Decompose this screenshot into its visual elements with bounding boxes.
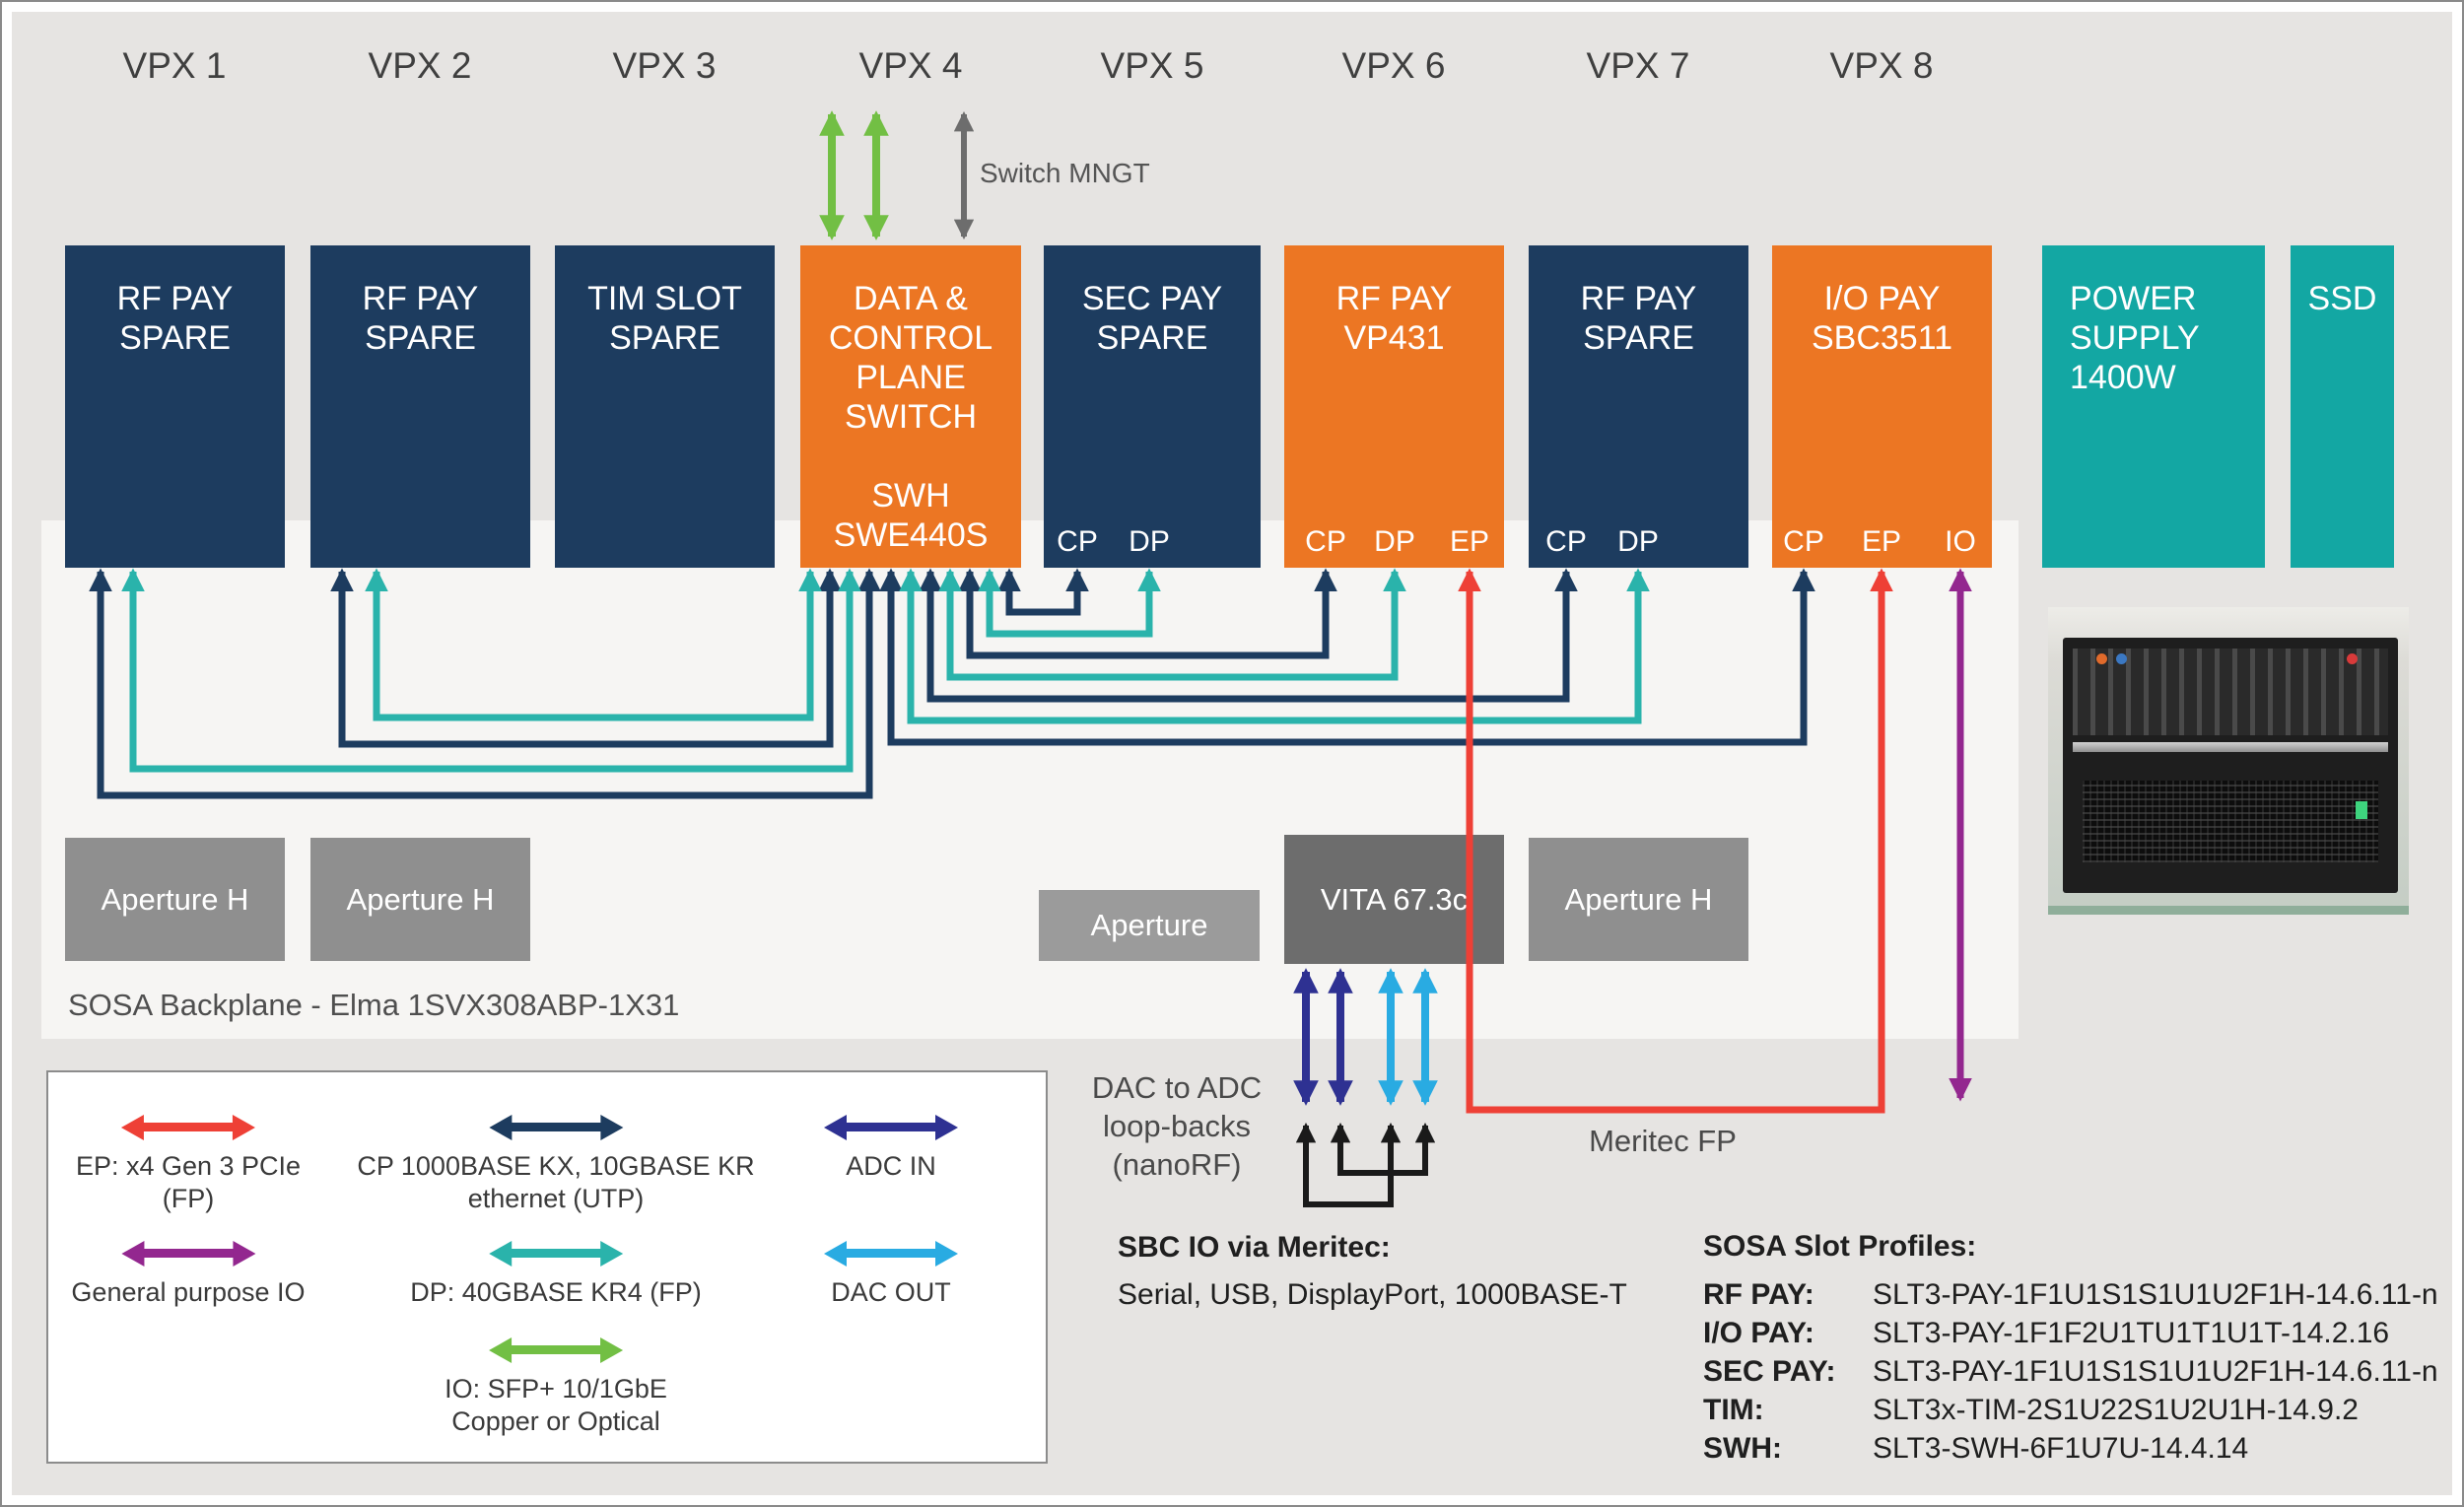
card-vpx7-rf-pay-spare: RF PAY SPARE [1529,245,1748,568]
sosa-slot-profiles: SOSA Slot Profiles: RF PAY: SLT3-PAY-1F1… [1703,1224,2438,1468]
aperture-h-block-2: Aperture H [310,838,530,961]
port-vpx6-ep: EP [1449,525,1490,558]
legend-label-cp: CP 1000BASE KX, 10GBASE KR ethernet (UTP… [357,1151,755,1213]
card-vpx1-rf-pay-spare: RF PAY SPARE [65,245,285,568]
cp-arrow-icon [510,1123,601,1131]
card-power-supply: POWER SUPPLY 1400W [2042,245,2265,568]
slot-label-vpx8: VPX 8 [1829,45,1934,86]
port-vpx8-ep: EP [1861,525,1902,558]
chassis-accent [2116,652,2128,664]
aperture-h-label: Aperture H [1564,881,1713,917]
port-vpx5-dp: DP [1129,525,1170,558]
legend-label-io: IO: SFP+ 10/1GbE Copper or Optical [445,1374,667,1436]
aperture-label: Aperture [1090,908,1208,942]
profile-row: RF PAY: SLT3-PAY-1F1U1S1S1U1U2F1H-14.6.1… [1703,1275,2438,1314]
port-vpx6-cp: CP [1305,525,1346,558]
backplane-label: SOSA Backplane - Elma 1SVX308ABP-1X31 [68,988,680,1022]
port-vpx6-dp: DP [1374,525,1415,558]
backplane-area: SOSA Backplane - Elma 1SVX308ABP-1X31 [41,520,2019,1039]
profile-value: SLT3x-TIM-2S1U22S1U2U1H-14.9.2 [1873,1394,2359,1426]
slot-label-vpx3: VPX 3 [612,45,717,86]
slot-label-vpx2: VPX 2 [368,45,472,86]
sbc-io-body: Serial, USB, DisplayPort, 1000BASE-T [1118,1278,1627,1311]
legend-label-gpio: General purpose IO [71,1277,306,1307]
adc-arrow-icon [846,1123,936,1131]
switch-mngt-label: Switch MNGT [980,158,1150,188]
legend-label-adc: ADC IN [846,1151,936,1181]
profile-label: I/O PAY: [1703,1317,1814,1349]
port-vpx7-cp: CP [1545,525,1587,558]
port-vpx5-cp: CP [1057,525,1098,558]
profile-value: SLT3-PAY-1F1U1S1S1U1U2F1H-14.6.11-n [1873,1355,2438,1388]
legend-item-adc: ADC IN [822,1114,960,1183]
aperture-h-block-3: Aperture H [1529,838,1748,961]
profile-value: SLT3-PAY-1F1F2U1TU1T1U1T-14.2.16 [1873,1317,2390,1349]
dp-arrow-icon [511,1249,601,1258]
port-vpx8-io: IO [1945,525,1976,558]
card-vpx5-sec-pay-spare: SEC PAY SPARE [1044,245,1261,568]
card-vpx3-tim-slot-spare: TIM SLOT SPARE [555,245,775,568]
port-vpx7-dp: DP [1617,525,1659,558]
aperture-h-block-1: Aperture H [65,838,285,961]
chassis-photo [2048,607,2409,915]
legend-label-dp: DP: 40GBASE KR4 (FP) [410,1277,702,1307]
legend-item-io: IO: SFP+ 10/1GbE Copper or Optical [445,1336,667,1438]
chassis-accent [2347,652,2359,664]
chassis-led [2356,800,2368,819]
profile-label: SWH: [1703,1432,1782,1465]
slot-label-vpx6: VPX 6 [1341,45,1446,86]
profiles-title: SOSA Slot Profiles: [1703,1230,1977,1263]
ep-arrow-icon [143,1123,234,1131]
aperture-h-label: Aperture H [101,881,249,917]
vita-label: VITA 67.3c [1320,881,1469,917]
profile-row: SWH: SLT3-SWH-6F1U7U-14.4.14 [1703,1429,2438,1468]
profile-label: RF PAY: [1703,1278,1814,1311]
legend-item-dp: DP: 40GBASE KR4 (FP) [410,1240,702,1309]
profile-label: SEC PAY: [1703,1355,1836,1388]
dac-arrow-icon [846,1249,936,1258]
dac-loopback-note: DAC to ADC loop-backs (nanoRF) [1091,1070,1263,1182]
sbc-io-note: SBC IO via Meritec: Serial, USB, Display… [1118,1224,1627,1319]
bench-strip [2048,906,2409,915]
slot-label-vpx7: VPX 7 [1586,45,1690,86]
meritec-fp-label: Meritec FP [1589,1124,1737,1158]
profile-value: SLT3-SWH-6F1U7U-14.4.14 [1873,1432,2249,1465]
port-vpx8-cp: CP [1783,525,1824,558]
card-vpx4-switch: DATA & CONTROL PLANE SWITCH SWH SWE440S [800,245,1021,568]
slot-label-vpx1: VPX 1 [122,45,227,86]
chassis-body [2062,638,2399,894]
io-arrow-icon [511,1345,601,1354]
legend-box: EP: x4 Gen 3 PCIe (FP) General purpose I… [46,1070,1048,1464]
card-vpx6-rf-pay-vp431: RF PAY VP431 [1284,245,1504,568]
chassis-accent [2095,652,2107,664]
aperture-block: Aperture [1039,890,1260,961]
loopback-inner [1330,1122,1436,1176]
sbc-io-title: SBC IO via Meritec: [1118,1231,1391,1264]
slot-label-vpx4: VPX 4 [858,45,963,86]
legend-label-ep: EP: x4 Gen 3 PCIe (FP) [75,1151,302,1213]
gpio-arrow-icon [142,1249,234,1258]
sfp-io-arrows [819,110,889,240]
legend-item-dac: DAC OUT [822,1240,960,1309]
card-vpx2-rf-pay-spare: RF PAY SPARE [310,245,530,568]
chassis-rail [2072,742,2388,753]
legend-item-gpio: General purpose IO [71,1240,306,1309]
legend-item-ep: EP: x4 Gen 3 PCIe (FP) [76,1114,301,1215]
profile-row: SEC PAY: SLT3-PAY-1F1U1S1S1U1U2F1H-14.6.… [1703,1352,2438,1391]
card-vpx8-io-pay-sbc3511: I/O PAY SBC3511 [1772,245,1992,568]
slot-label-vpx5: VPX 5 [1100,45,1204,86]
legend-label-dac: DAC OUT [831,1277,951,1307]
card-ssd: SSD [2291,245,2394,568]
vita-block: VITA 67.3c [1284,835,1504,964]
profile-value: SLT3-PAY-1F1U1S1S1U1U2F1H-14.6.11-n [1873,1278,2438,1311]
profile-label: TIM: [1703,1394,1764,1426]
profile-row: TIM: SLT3x-TIM-2S1U22S1U2U1H-14.9.2 [1703,1391,2438,1429]
aperture-h-label: Aperture H [346,881,495,917]
legend-item-cp: CP 1000BASE KX, 10GBASE KR ethernet (UTP… [357,1114,755,1215]
profile-row: I/O PAY: SLT3-PAY-1F1F2U1TU1T1U1T-14.2.1… [1703,1314,2438,1352]
chassis-vent-panel [2083,781,2378,863]
